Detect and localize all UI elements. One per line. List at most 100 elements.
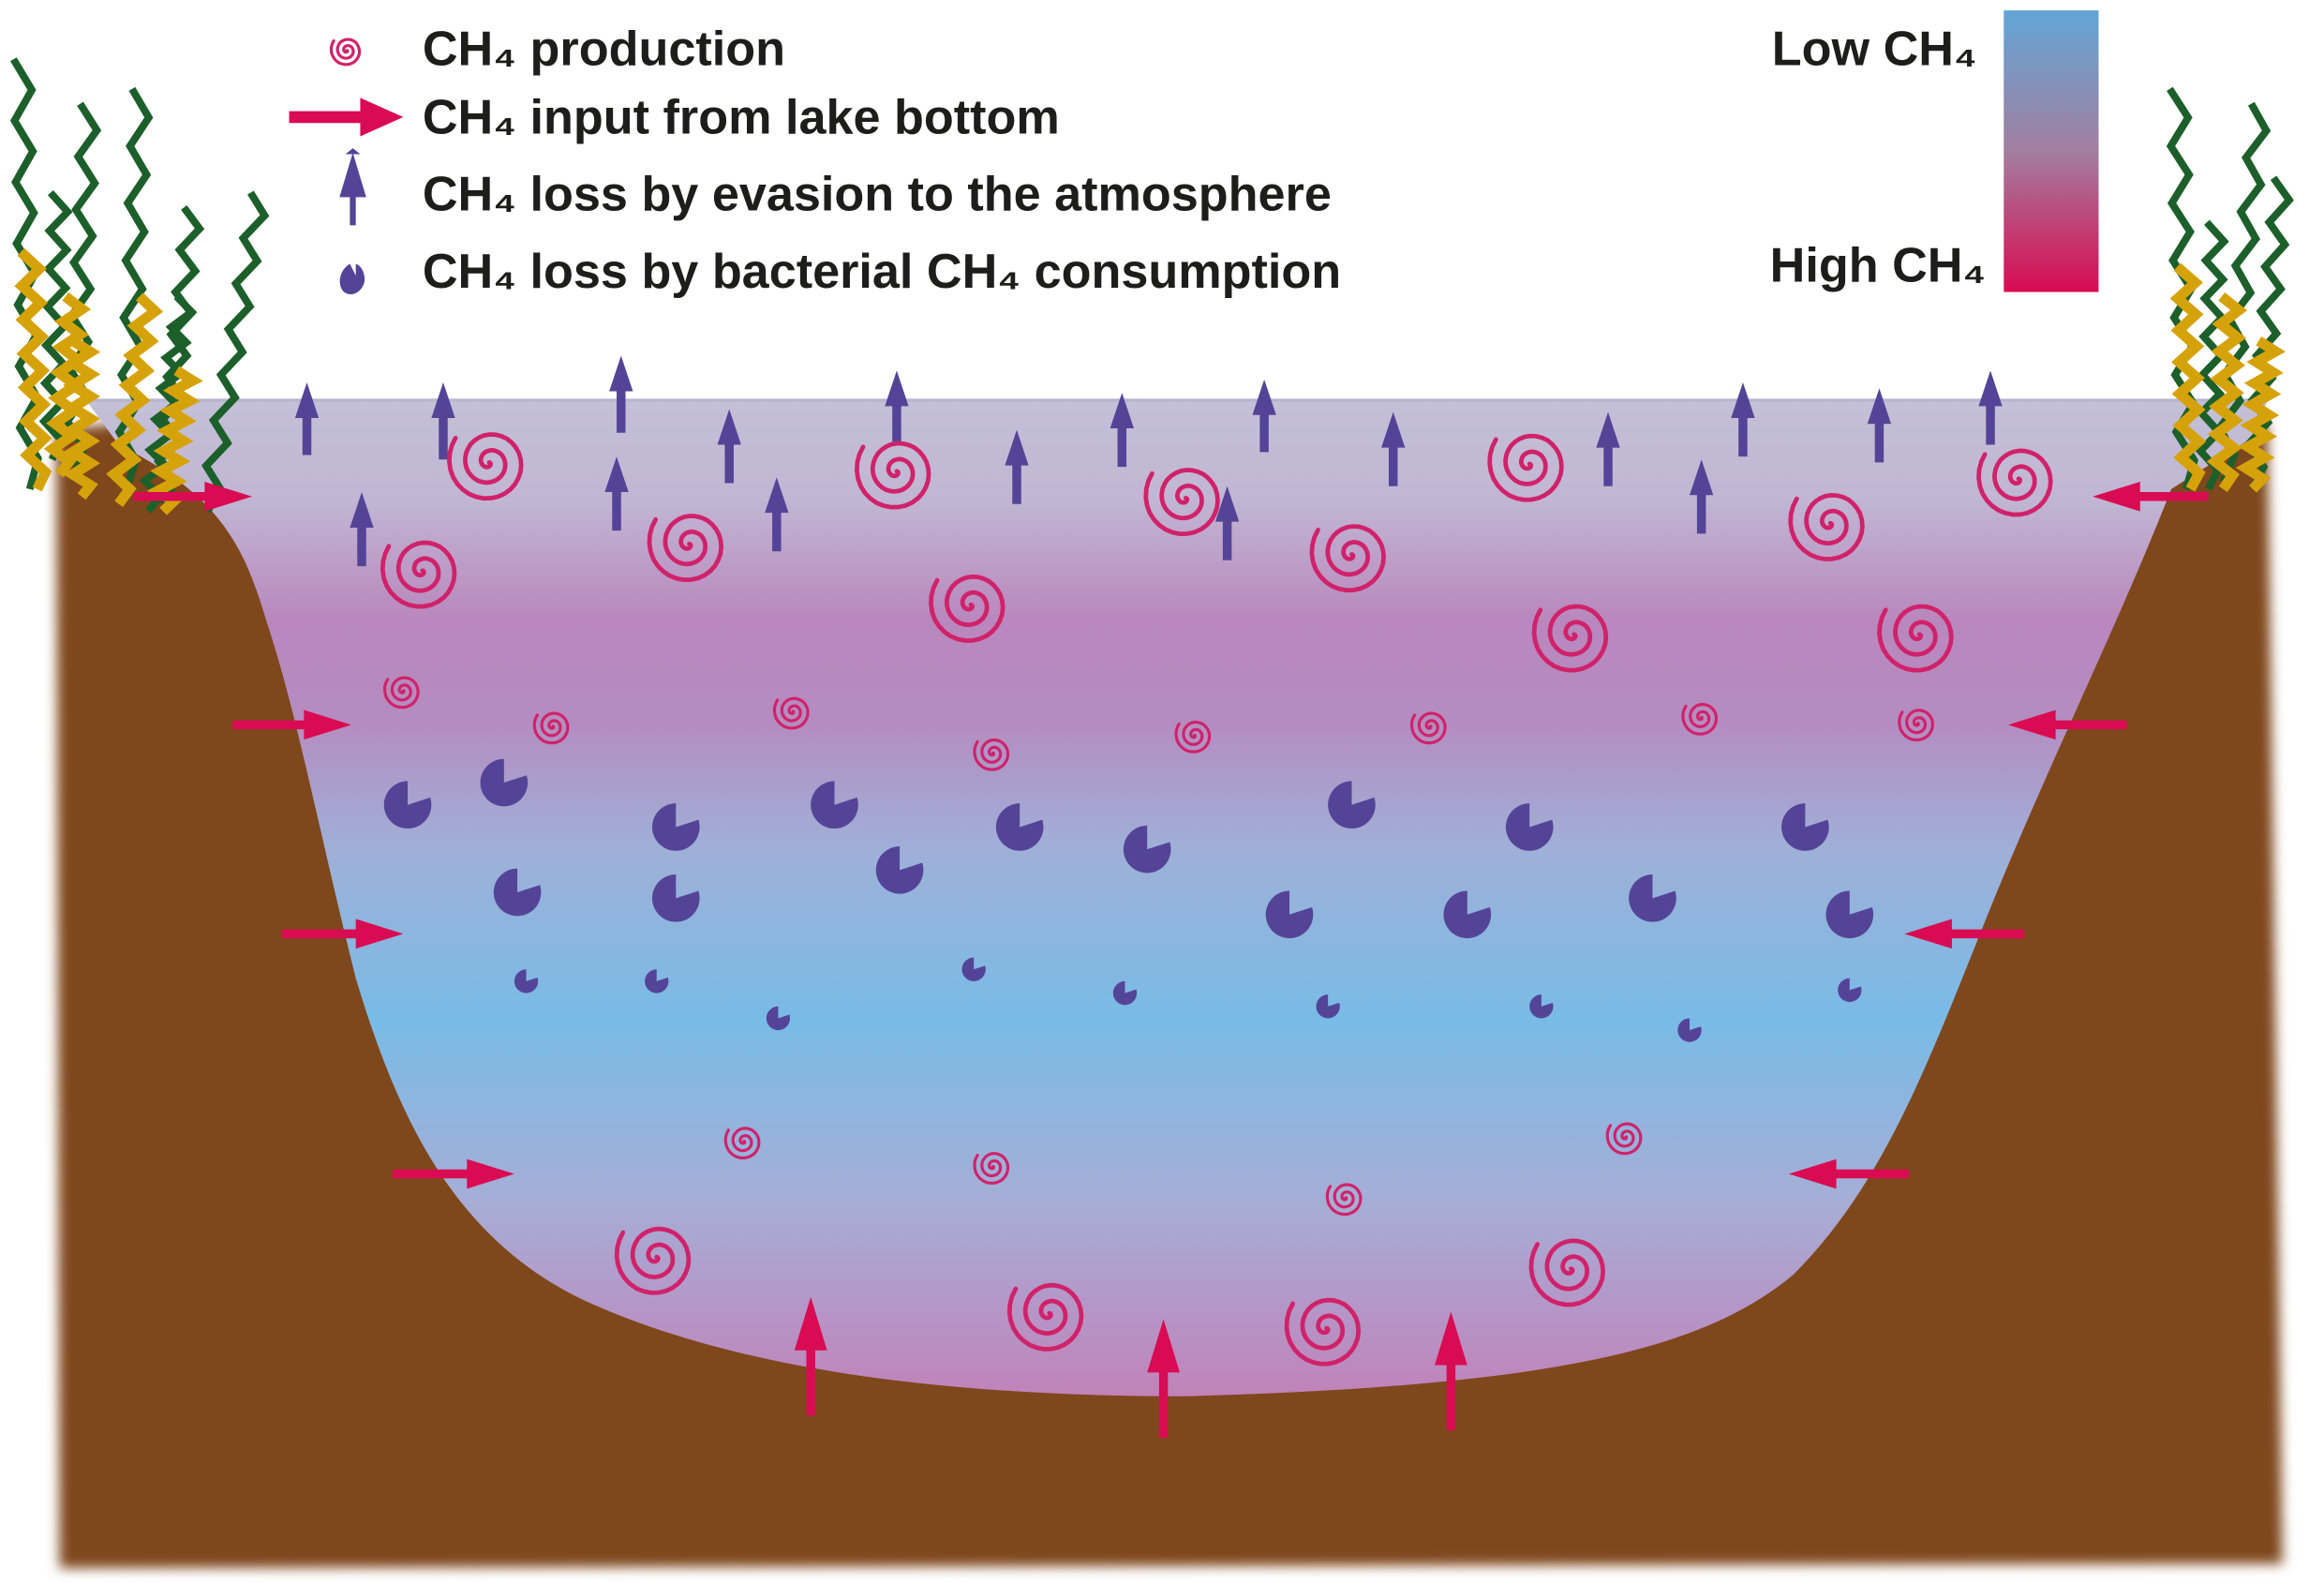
scale-high-label: High CH₄ [1770,238,1987,292]
methane-input-arrow-icon [232,709,351,740]
bacteria-consumption-icon [1838,978,1862,1003]
methane-production-spiral-icon [1309,524,1386,593]
bacteria-consumption-icon [961,957,986,981]
evasion-arrow-icon [885,370,909,442]
bacteria-consumption-icon [1112,980,1138,1006]
bacteria-consumption-icon [651,803,700,851]
bacteria-consumption-icon [1677,1018,1702,1042]
evasion-arrow-icon [1596,411,1620,486]
evasion-arrow-icon [1978,370,2003,445]
shore-plants [9,57,2294,515]
methane-production-spiral-icon [1877,604,1954,673]
evasion-arrow-icon [1005,429,1029,504]
methane-production-spiral-icon [1006,1282,1084,1352]
bacteria-consumption-icon [811,781,858,829]
bacteria-consumption-icon [645,969,669,993]
evasion-arrow-icon [294,382,320,455]
plant-blade [14,247,52,492]
methane-production-spiral-icon [329,37,362,67]
methane-production-spiral-icon [1605,1122,1643,1156]
plant-blade [43,291,92,478]
bacteria-consumption-icon [1505,803,1554,851]
plant-blade [2169,262,2207,492]
bacteria-consumption-icon [1328,781,1376,829]
bacteria-consumption-icon [766,1006,791,1031]
methane-production-spiral-icon [380,540,457,609]
plant-blade [63,336,101,500]
methane-production-spiral-icon [647,514,724,583]
legend-consumption-label: CH₄ loss by bacterial CH₄ consumption [423,245,1341,299]
bacteria-consumption-icon [1443,890,1492,939]
evasion-arrow-icon [1214,485,1240,560]
methane-input-arrow-icon [133,481,252,512]
methane-production-spiral-icon [447,432,524,501]
evasion-arrow-icon [1731,382,1755,457]
plant-blade [106,292,164,507]
bacteria-consumption-icon [1825,890,1874,939]
methane-production-spiral-icon [973,1152,1010,1185]
evasion-arrow-icon [431,382,455,460]
bacteria-consumption-icon [514,969,539,993]
methane-production-spiral-icon [382,676,420,709]
evasion-arrow-icon [1867,388,1892,463]
bacteria-consumption-icon [1123,825,1171,874]
legend-purple-arrow-icon [345,148,361,155]
bacteria-consumption-icon [1629,874,1676,922]
legend-pink-arrow-icon [289,97,404,137]
methane-input-arrow-icon [1434,1311,1467,1431]
legend-spiral-icon [329,37,362,67]
scale-gradient-bar [2004,10,2099,292]
methane-production-spiral-icon [1325,1183,1363,1217]
legend-input-label: CH₄ input from lake bottom [423,90,1060,144]
evasion-arrow-icon [1252,379,1276,453]
legend-production-label: CH₄ production [423,22,785,77]
methane-production-spiral-icon [1284,1297,1362,1366]
methane-production-spiral-icon [1531,604,1609,673]
evasion-arrow-icon [350,492,374,567]
plant-blade [201,190,270,514]
evasion-arrow-icon [604,456,629,531]
bacteria-consumption-icon [1316,994,1340,1019]
methane-production-spiral-icon [723,1127,761,1160]
legend-bacteria-icon [339,263,365,295]
methane-production-spiral-icon [854,441,931,510]
legend: CH₄ production CH₄ input from lake botto… [289,22,1341,299]
bacteria-consumption-icon [480,758,529,807]
methane-production-spiral-icon [1409,711,1447,745]
methane-input-arrow-icon [393,1158,514,1189]
methane-production-spiral-icon [1681,702,1719,736]
methane-production-spiral-icon [1898,709,1934,742]
bacteria-consumption-icon [383,781,432,829]
evasion-arrow-icon [765,477,789,552]
methane-production-spiral-icon [1528,1238,1606,1307]
methane-production-spiral-icon [614,1226,692,1295]
bacteria-consumption-icon [1265,890,1314,939]
evasion-arrow-icon [1690,459,1714,534]
evasion-arrow-icon [609,355,633,433]
methane-input-arrow-icon [2008,709,2127,740]
methane-production-spiral-icon [772,696,810,730]
evasion-arrow-icon [1110,393,1134,468]
methane-production-spiral-icon [1174,720,1212,754]
methane-production-spiral-icon [1143,468,1220,537]
bacteria-consumption-icon [1781,803,1829,851]
methane-production-spiral-icon [1976,448,2053,517]
scale-low-label: Low CH₄ [1772,22,1977,77]
lake-water [85,399,2268,1396]
methane-input-arrow-icon [281,918,404,949]
bacteria-consumption-icon [995,803,1044,851]
methane-production-spiral-icon [1487,433,1564,502]
evasion-arrow-icon [1381,411,1406,486]
methane-production-spiral-icon [532,711,570,745]
plant-blade [2235,336,2286,493]
legend-evasion-label: CH₄ loss by evasion to the atmosphere [423,168,1332,222]
methane-input-arrow-icon [2093,481,2209,512]
plant-blade [146,366,203,515]
methane-input-arrow-icon [794,1296,827,1416]
methane-production-spiral-icon [1788,492,1865,561]
bacteria-consumption-icon [1529,994,1554,1019]
methane-input-arrow-icon [1147,1319,1180,1439]
concentration-scale: Low CH₄ High CH₄ [1770,10,2099,292]
legend-purple-arrow-icon-shape [339,152,366,226]
